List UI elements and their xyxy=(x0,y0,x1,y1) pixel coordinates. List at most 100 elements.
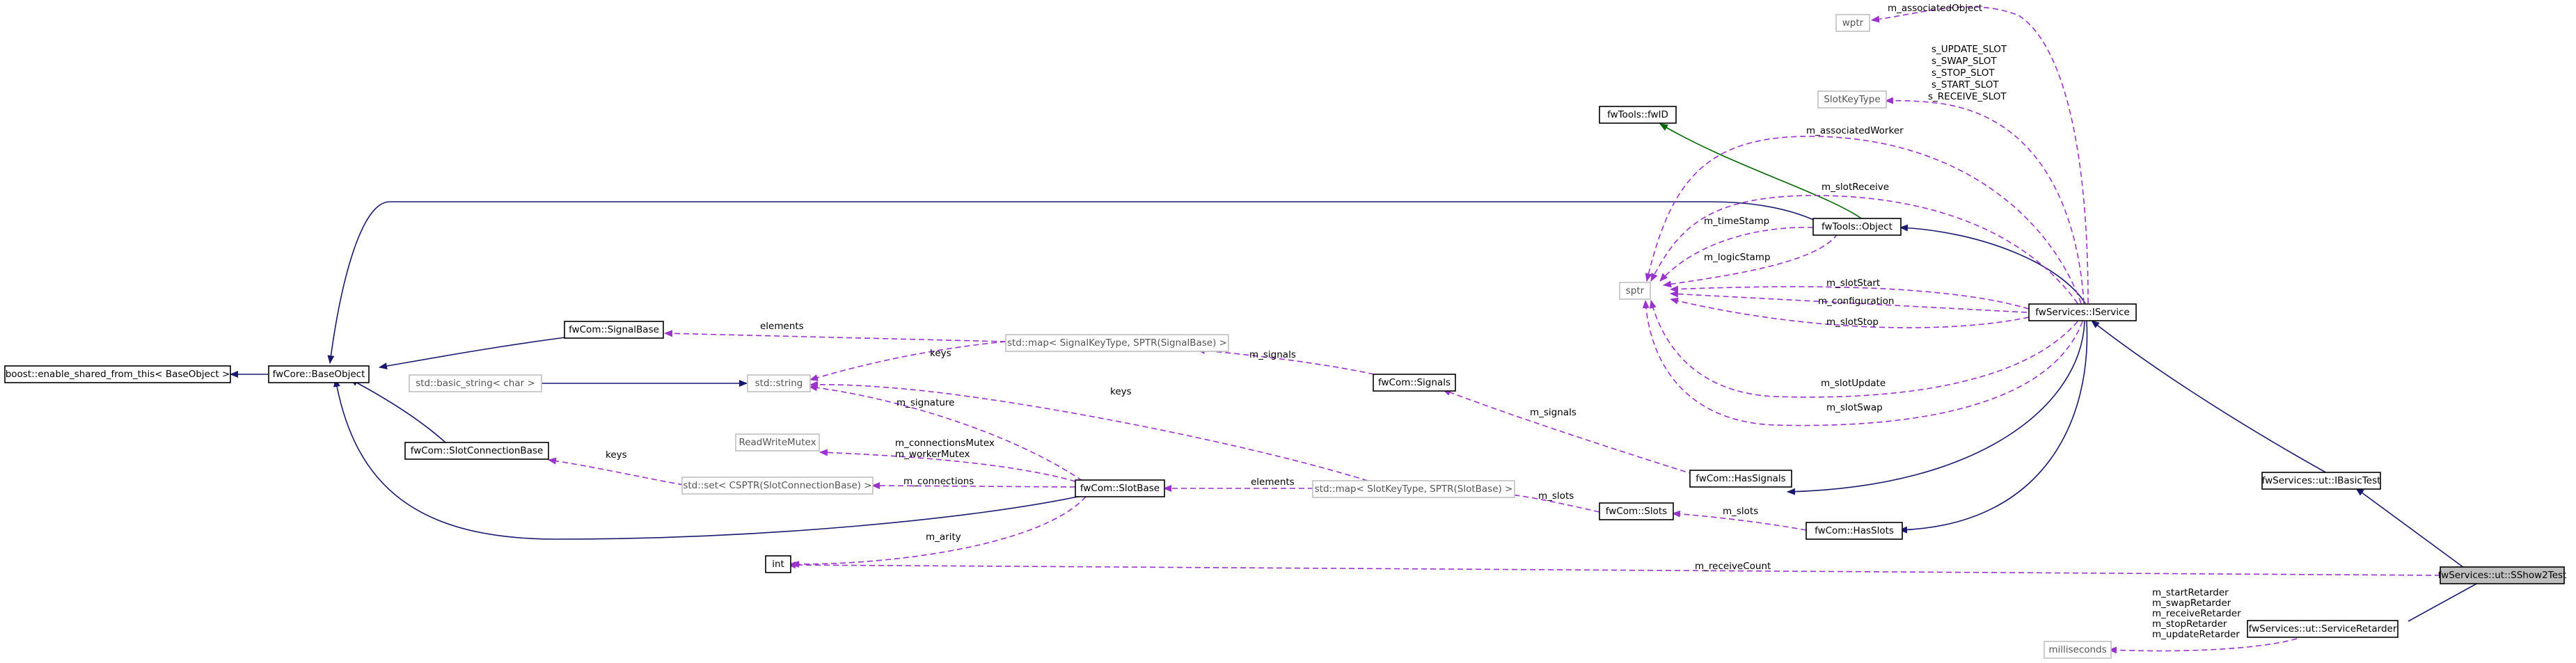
node-label: std::map< SlotKeyType, SPTR(SlotBase) > xyxy=(1315,484,1513,495)
edge-baseobject-object xyxy=(327,201,1817,364)
node-label: fwServices::IService xyxy=(2035,307,2129,318)
node-label: int xyxy=(772,559,784,570)
node-int[interactable]: int xyxy=(765,555,791,573)
edge-rwmutex-slotbase: m_connectionsMutex m_workerMutex xyxy=(819,438,1076,482)
node-object[interactable]: fwTools::Object xyxy=(1812,218,1902,236)
node-label: fwCom::SlotBase xyxy=(1080,483,1160,494)
node-label: std::basic_string< char > xyxy=(416,378,535,389)
node-slots[interactable]: fwCom::Slots xyxy=(1599,502,1674,520)
edge-label-m-configuration: m_configuration xyxy=(1818,296,1894,307)
node-signalbase[interactable]: fwCom::SignalBase xyxy=(564,321,664,339)
node-label: fwCom::HasSlots xyxy=(1815,525,1894,536)
edge-sptr-iservice-slotreceive: m_slotReceive xyxy=(1650,182,2078,304)
edge-label-m-connectionsmutex: m_connectionsMutex xyxy=(895,438,995,449)
edge-label-m-slotupdate: m_slotUpdate xyxy=(1821,378,1886,389)
node-wptr[interactable]: wptr xyxy=(1835,14,1870,32)
node-baseobject[interactable]: fwCore::BaseObject xyxy=(268,365,370,383)
node-slotkeytype[interactable]: SlotKeyType xyxy=(1817,90,1887,109)
edge-object-iservice xyxy=(1899,224,2086,304)
edge-hasslots-iservice xyxy=(1899,321,2088,534)
edge-label-m-signature: m_signature xyxy=(896,397,955,408)
edge-ibasictest-ssshow2test xyxy=(2355,488,2475,576)
edge-slotbase-mapslot: elements xyxy=(1163,477,1313,492)
node-serviceretarder[interactable]: fwServices::ut::ServiceRetarder xyxy=(2247,620,2399,638)
edge-serviceretarder-ssshow2test xyxy=(2408,582,2479,622)
edge-label-s-swap-slot: s_SWAP_SLOT xyxy=(1931,56,1997,67)
edge-slotconnbase-setconn: keys xyxy=(548,449,684,486)
edge-label-m-arity: m_arity xyxy=(926,532,961,543)
edge-setconn-slotbase: m_connections xyxy=(871,476,1076,490)
node-label: boost::enable_shared_from_this< BaseObje… xyxy=(6,369,230,380)
edge-sptr-iservice-slotswap: m_slotSwap xyxy=(1642,300,2083,426)
node-label: fwCom::HasSignals xyxy=(1696,473,1785,484)
edge-sptr-iservice-configuration: m_configuration xyxy=(1670,290,2028,313)
edge-baseobject-slotbase xyxy=(333,378,1078,540)
edge-stdstring-mapslot: keys xyxy=(809,381,1368,481)
node-iservice[interactable]: fwServices::IService xyxy=(2028,303,2137,321)
edge-label-m-slots-slots: m_slots xyxy=(1538,490,1574,502)
edge-label-m-connections: m_connections xyxy=(903,476,974,487)
edge-label-s-receive-slot: s_RECEIVE_SLOT xyxy=(1928,91,2007,102)
node-hassignals[interactable]: fwCom::HasSignals xyxy=(1689,470,1792,488)
edge-sptr-object-timestamp: m_timeStamp xyxy=(1659,216,1814,282)
node-stdstring[interactable]: std::string xyxy=(747,374,811,392)
edge-label-keys-mapslot: keys xyxy=(1110,386,1132,397)
edge-label-m-slots-hasslots: m_slots xyxy=(1723,506,1758,517)
node-label: SlotKeyType xyxy=(1824,94,1880,105)
edge-label-m-slotswap: m_slotSwap xyxy=(1826,402,1883,413)
node-mapslot[interactable]: std::map< SlotKeyType, SPTR(SlotBase) > xyxy=(1312,480,1515,498)
edge-label-keys-setconn: keys xyxy=(606,449,627,461)
edge-sptr-iservice-slotupdate: m_slotUpdate xyxy=(1649,300,2078,398)
node-label: fwCom::SlotConnectionBase xyxy=(411,445,544,456)
edge-label-m-signals-hassignals: m_signals xyxy=(1530,407,1577,418)
node-signals[interactable]: fwCom::Signals xyxy=(1373,374,1456,392)
edge-label-m-receiveretarder: m_receiveRetarder xyxy=(2152,608,2241,619)
edge-label-m-slotstart: m_slotStart xyxy=(1826,278,1880,289)
node-label: milliseconds xyxy=(2048,644,2106,655)
node-label: std::string xyxy=(755,378,803,389)
edge-slots-hasslots: m_slots xyxy=(1672,506,1807,531)
edge-label-m-signals-signals: m_signals xyxy=(1249,349,1296,360)
node-mapsignal[interactable]: std::map< SignalKeyType, SPTR(SignalBase… xyxy=(1005,334,1229,352)
node-basicstring[interactable]: std::basic_string< char > xyxy=(409,374,542,392)
node-enableshared[interactable]: boost::enable_shared_from_this< BaseObje… xyxy=(4,365,231,383)
node-slotbase[interactable]: fwCom::SlotBase xyxy=(1075,479,1165,497)
edge-mapslot-slots: m_slots xyxy=(1505,490,1600,513)
edge-hassignals-iservice xyxy=(1787,321,2085,495)
edge-sptr-iservice-slotstop: m_slotStop xyxy=(1670,297,2030,328)
node-rwmutex[interactable]: ReadWriteMutex xyxy=(735,433,820,452)
edge-int-slotbase: m_arity xyxy=(791,496,1086,568)
node-label: wptr xyxy=(1842,17,1864,29)
edge-label-m-slotstop: m_slotStop xyxy=(1826,317,1879,328)
node-hasslots[interactable]: fwCom::HasSlots xyxy=(1805,522,1903,540)
edge-label-s-stop-slot: s_STOP_SLOT xyxy=(1931,67,1995,79)
edge-sptr-iservice-slotstart: m_slotStart xyxy=(1670,278,2030,310)
node-label: fwCom::SignalBase xyxy=(569,324,659,335)
edge-label-s-update-slot: s_UPDATE_SLOT xyxy=(1931,44,2007,55)
edge-label-s-start-slot: s_START_SLOT xyxy=(1931,79,1999,90)
edge-label-elements-signalbase: elements xyxy=(760,321,804,332)
node-sptr[interactable]: sptr xyxy=(1619,282,1651,300)
edge-baseobject-slotconnbase xyxy=(349,378,446,443)
edge-label-keys-mapsignal: keys xyxy=(930,348,951,359)
edge-int-ssshow2test: m_receiveCount xyxy=(787,561,2441,576)
edge-mapsignal-signals: m_signals xyxy=(1196,346,1375,375)
node-setconn[interactable]: std::set< CSPTR(SlotConnectionBase) > xyxy=(681,477,874,495)
node-label: ReadWriteMutex xyxy=(738,437,816,448)
node-fwid[interactable]: fwTools::fwID xyxy=(1599,106,1677,124)
edge-label-m-receivecount: m_receiveCount xyxy=(1695,561,1771,572)
node-milliseconds[interactable]: milliseconds xyxy=(2044,641,2112,659)
node-slotconnbase[interactable]: fwCom::SlotConnectionBase xyxy=(404,442,549,460)
edge-fwid-object xyxy=(1659,123,1866,222)
node-ibasictest[interactable]: fwServices::ut::IBasicTest xyxy=(2261,472,2381,490)
edge-sptr-object-logicstamp: m_logicStamp xyxy=(1663,233,1838,288)
edge-label-m-swapretarder: m_swapRetarder xyxy=(2152,598,2231,609)
node-sshow2test[interactable]: fwServices::ut::SShow2Test xyxy=(2438,566,2567,584)
edge-label-m-associatedobject: m_associatedObject xyxy=(1888,3,1982,14)
edge-label-m-stopretarder: m_stopRetarder xyxy=(2152,618,2227,630)
edge-slotkeytype-iservice: s_UPDATE_SLOT s_SWAP_SLOT s_STOP_SLOT s_… xyxy=(1885,44,2085,304)
node-label: fwCom::Slots xyxy=(1606,506,1667,517)
node-label: std::set< CSPTR(SlotConnectionBase) > xyxy=(683,480,871,491)
node-label: fwServices::ut::IBasicTest xyxy=(2262,475,2381,486)
